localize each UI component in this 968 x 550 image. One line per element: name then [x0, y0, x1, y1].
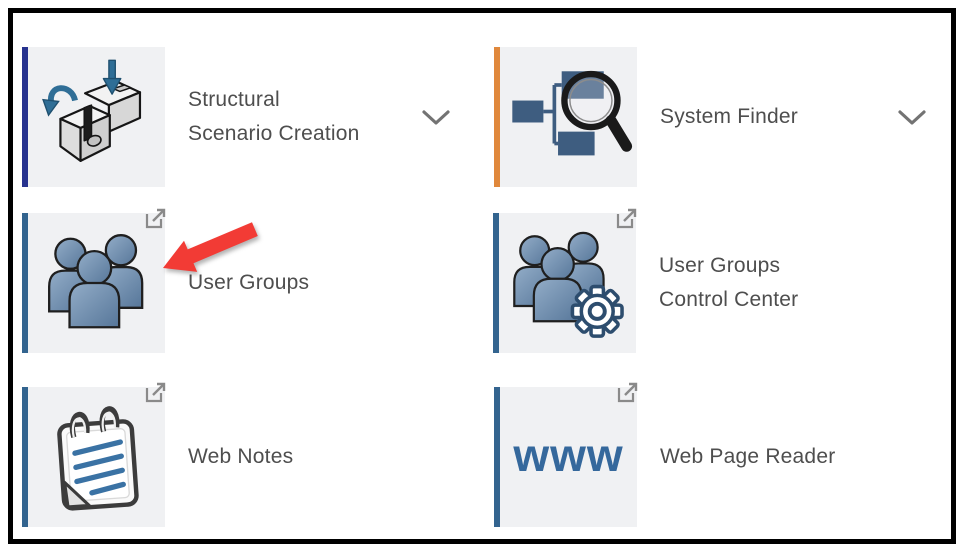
tile-label-line: Control Center	[659, 288, 799, 311]
tile-user-groups-control-center[interactable]: User Groups Control Center	[493, 208, 955, 353]
tile-icon-box: www	[500, 382, 638, 527]
tile-label: Web Notes	[188, 440, 293, 474]
open-in-new-window-icon[interactable]	[616, 380, 641, 405]
tile-label: Structural Scenario Creation	[188, 83, 360, 151]
chevron-down-icon[interactable]	[421, 109, 451, 127]
tile-icon-box	[28, 208, 166, 353]
tile-icon-box	[28, 47, 165, 187]
tile-label-line: Web Notes	[188, 445, 294, 468]
tile-web-notes[interactable]: Web Notes	[22, 382, 484, 527]
chevron-down-icon[interactable]	[897, 109, 927, 127]
tile-accent-bar	[22, 47, 28, 187]
tile-label-line: Structural	[188, 88, 280, 111]
tile-label-line: User Groups	[659, 254, 781, 277]
panel-frame: Structural Scenario Creation	[8, 8, 956, 544]
tile-user-groups[interactable]: User Groups	[22, 208, 484, 353]
tile-accent-bar	[22, 213, 28, 353]
tile-label-line: System Finder	[660, 105, 798, 128]
tile-icon-box	[499, 208, 637, 353]
tile-label-line: Web Page Reader	[660, 445, 836, 468]
notepad-icon	[56, 406, 139, 511]
tile-accent-bar	[493, 213, 499, 353]
system-finder-icon	[511, 70, 632, 156]
tile-label: User Groups	[188, 266, 309, 300]
www-text-icon: www	[513, 429, 624, 481]
tile-accent-bar	[22, 387, 28, 527]
tile-system-finder[interactable]: System Finder	[494, 47, 956, 187]
open-in-new-window-icon[interactable]	[144, 380, 169, 405]
gear-icon	[570, 284, 624, 338]
tile-label-line: User Groups	[188, 271, 310, 294]
open-in-new-window-icon[interactable]	[144, 206, 169, 231]
tile-accent-bar	[494, 47, 500, 187]
tile-label: Web Page Reader	[660, 440, 835, 474]
tile-label-line: Scenario Creation	[188, 122, 360, 145]
tile-icon-box	[28, 382, 166, 527]
user-groups-gear-icon	[512, 231, 624, 338]
tile-accent-bar	[494, 387, 500, 527]
user-groups-icon	[47, 234, 143, 329]
structural-scenario-icon	[41, 59, 141, 162]
tile-web-page-reader[interactable]: www Web Page Reader	[494, 382, 956, 527]
tile-structural-scenario-creation[interactable]: Structural Scenario Creation	[22, 47, 484, 187]
open-in-new-window-icon[interactable]	[615, 206, 640, 231]
tile-label: System Finder	[660, 100, 798, 134]
tile-icon-box	[500, 47, 637, 187]
tile-label: User Groups Control Center	[659, 249, 798, 317]
